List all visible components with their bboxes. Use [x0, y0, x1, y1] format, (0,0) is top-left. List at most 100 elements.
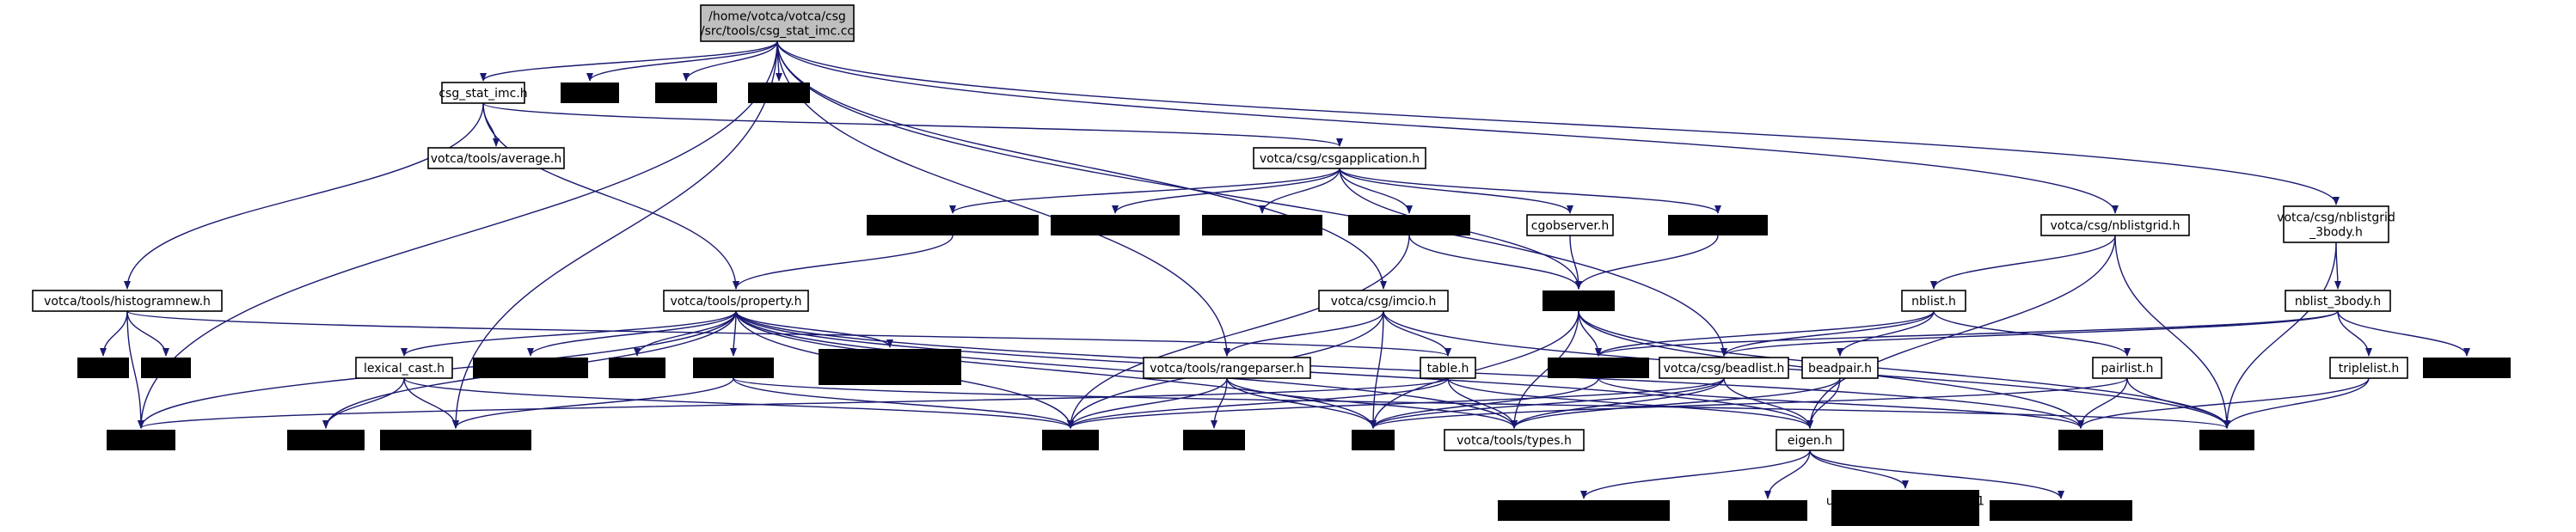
- node-box: [107, 430, 175, 450]
- edge-root-to-boost_lexical: [452, 40, 778, 429]
- node-box: [693, 358, 774, 378]
- edge-nblist3-to-beadtriple: [2337, 310, 2470, 357]
- node-label: numeric: [754, 87, 803, 101]
- node-eigen[interactable]: eigen.h: [1776, 429, 1844, 451]
- node-stdlib: stdlib.h: [609, 358, 665, 378]
- node-csg-stat-imc-h[interactable]: csg_stat_imc.h: [439, 82, 528, 104]
- node-beadlist[interactable]: votca/csg/beadlist.h: [1659, 357, 1789, 379]
- node-label: nblist.h: [1911, 295, 1956, 309]
- edge-root-to-iostream: [138, 40, 778, 429]
- edge-nblist-to-beadpair: [1837, 310, 1935, 357]
- node-property[interactable]: votca/tools/property.h: [663, 290, 809, 312]
- node-mutex[interactable]: votca/tools/mutex.h: [1051, 215, 1180, 235]
- node-eigen-tensor: unsupported/Eigen/CXX11/Tensor: [1826, 490, 1984, 526]
- node-box: [1318, 290, 1449, 312]
- node-box: [141, 358, 191, 378]
- node-root[interactable]: /home/votca/votca/csg/src/tools/csg_stat…: [700, 4, 855, 42]
- edge-beadlist-to-string: [1067, 377, 1725, 429]
- node-ostream: ostream: [1183, 430, 1245, 450]
- node-cgobserver[interactable]: cgobserver.h: [1526, 214, 1614, 236]
- node-label: stdexcept: [297, 434, 356, 448]
- node-types[interactable]: votca/tools/types.h: [1444, 429, 1585, 451]
- node-csgapplication[interactable]: votca/csg/csgapplication.h: [1253, 147, 1426, 169]
- node-trajectoryreader[interactable]: trajectoryreader.h: [1348, 215, 1470, 235]
- node-histogramnew[interactable]: votca/tools/histogramnew.h: [32, 290, 223, 312]
- node-label: trajectoryreader.h: [1355, 219, 1463, 233]
- edge-nblistgrid-to-vector: [2114, 235, 2230, 429]
- node-limits: limits: [141, 358, 191, 378]
- edge-tokenizer-to-string: [733, 377, 1074, 429]
- node-beadtriple[interactable]: beadtriple.h: [2423, 358, 2511, 378]
- node-box: [1348, 215, 1470, 235]
- node-label: unsupported/Eigen/FFT: [1991, 504, 2131, 518]
- edge-root-to-iomanip: [683, 40, 778, 82]
- node-label: string: [1053, 434, 1088, 448]
- node-triplelist[interactable]: triplelist.h: [2329, 357, 2408, 379]
- edge-histogramnew-to-cmath: [100, 310, 128, 357]
- node-box: [473, 358, 588, 378]
- node-label: ostream: [1189, 434, 1239, 448]
- node-topology[interactable]: topology.h: [1543, 290, 1615, 311]
- node-box: [441, 82, 525, 104]
- node-nblist[interactable]: nblist.h: [1901, 290, 1966, 312]
- node-box: [1668, 215, 1768, 235]
- edge-nblist-to-beadlist: [1720, 310, 1935, 357]
- node-label: /trim.hpp: [862, 369, 918, 382]
- edge-property-to-tokenizer: [730, 310, 738, 357]
- edge-eigen-to-eigen_tensor: [1809, 449, 1909, 489]
- node-rangeparser[interactable]: votca/tools/rangeparser.h: [1143, 357, 1311, 379]
- node-label: csg_stat_imc.h: [439, 87, 527, 101]
- node-box: [1659, 357, 1789, 379]
- edge-histogramnew-to-limits: [126, 310, 169, 357]
- node-box: [1042, 430, 1099, 450]
- edge-rangeparser-to-string: [1067, 377, 1228, 429]
- node-table[interactable]: table.h: [1420, 357, 1476, 379]
- node-imcio[interactable]: votca/csg/imcio.h: [1318, 290, 1449, 312]
- node-nblistgrid3[interactable]: votca/csg/nblistgrid_3body.h: [2277, 205, 2395, 243]
- edge-csg_stat_imc_h-to-average: [482, 102, 500, 147]
- node-topologymap[interactable]: topologymap.h: [1668, 215, 1768, 235]
- node-label: votca/csg/nblistgrid: [2277, 211, 2395, 225]
- edge-root-to-csg_stat_imc_h: [480, 40, 778, 82]
- edge-table-to-string: [1067, 377, 1449, 429]
- node-label: nblist_3body.h: [2295, 295, 2381, 309]
- node-label: stdlib.h: [615, 362, 659, 376]
- edge-topology-to-types: [1511, 310, 1579, 429]
- edge-exclusionlist-to-list: [1370, 377, 1599, 429]
- node-box: [2199, 430, 2254, 450]
- edge-property-to-stdlib: [634, 310, 737, 357]
- node-application[interactable]: votca/tools/application.h: [867, 215, 1039, 235]
- edge-nblist3-to-triplelist: [2337, 310, 2372, 357]
- edge-histogramnew-to-table: [126, 310, 1451, 357]
- node-thread[interactable]: votca/tools/thread.h: [1201, 215, 1323, 235]
- edge-root-to-imcio: [776, 40, 1387, 290]
- edge-csg_stat_imc_h-to-csgapplication: [482, 102, 1343, 147]
- node-nblistgrid[interactable]: votca/csg/nblistgrid.h: [2040, 214, 2190, 236]
- node-box: [700, 4, 855, 42]
- node-label: votca/tools/votca_config.h: [1505, 504, 1663, 518]
- edge-application-to-property: [733, 235, 954, 290]
- node-label: votca/tools/rangeparser.h: [1150, 362, 1303, 376]
- edge-imcio-to-list: [1370, 310, 1384, 429]
- edge-trajectoryreader-to-string: [1067, 235, 1410, 429]
- node-average[interactable]: votca/tools/average.h: [427, 147, 565, 169]
- edge-beadlist-to-list: [1370, 377, 1725, 429]
- node-box: [663, 290, 809, 312]
- node-label: votca/tools/histogramnew.h: [44, 295, 211, 309]
- node-beadpair[interactable]: beadpair.h: [1801, 357, 1879, 379]
- node-box: [748, 83, 810, 103]
- node-label: cgobserver.h: [1531, 219, 1609, 233]
- node-box: [1051, 215, 1180, 235]
- node-box: [2283, 205, 2389, 243]
- node-exclusionlist[interactable]: exclusionlist.h: [1548, 358, 1649, 378]
- node-lexical-cast[interactable]: lexical_cast.h: [355, 357, 453, 379]
- node-nblist3[interactable]: nblist_3body.h: [2285, 290, 2391, 312]
- edge-triplelist-to-map: [2077, 377, 2370, 429]
- node-pairlist[interactable]: pairlist.h: [2092, 357, 2162, 379]
- node-tokenizer[interactable]: tokenizer.h: [693, 358, 774, 378]
- node-label: triplelist.h: [2339, 362, 2399, 376]
- node-box: [1352, 430, 1395, 450]
- node-box: [1143, 357, 1311, 379]
- node-eigen-fft: unsupported/Eigen/FFT: [1990, 500, 2132, 521]
